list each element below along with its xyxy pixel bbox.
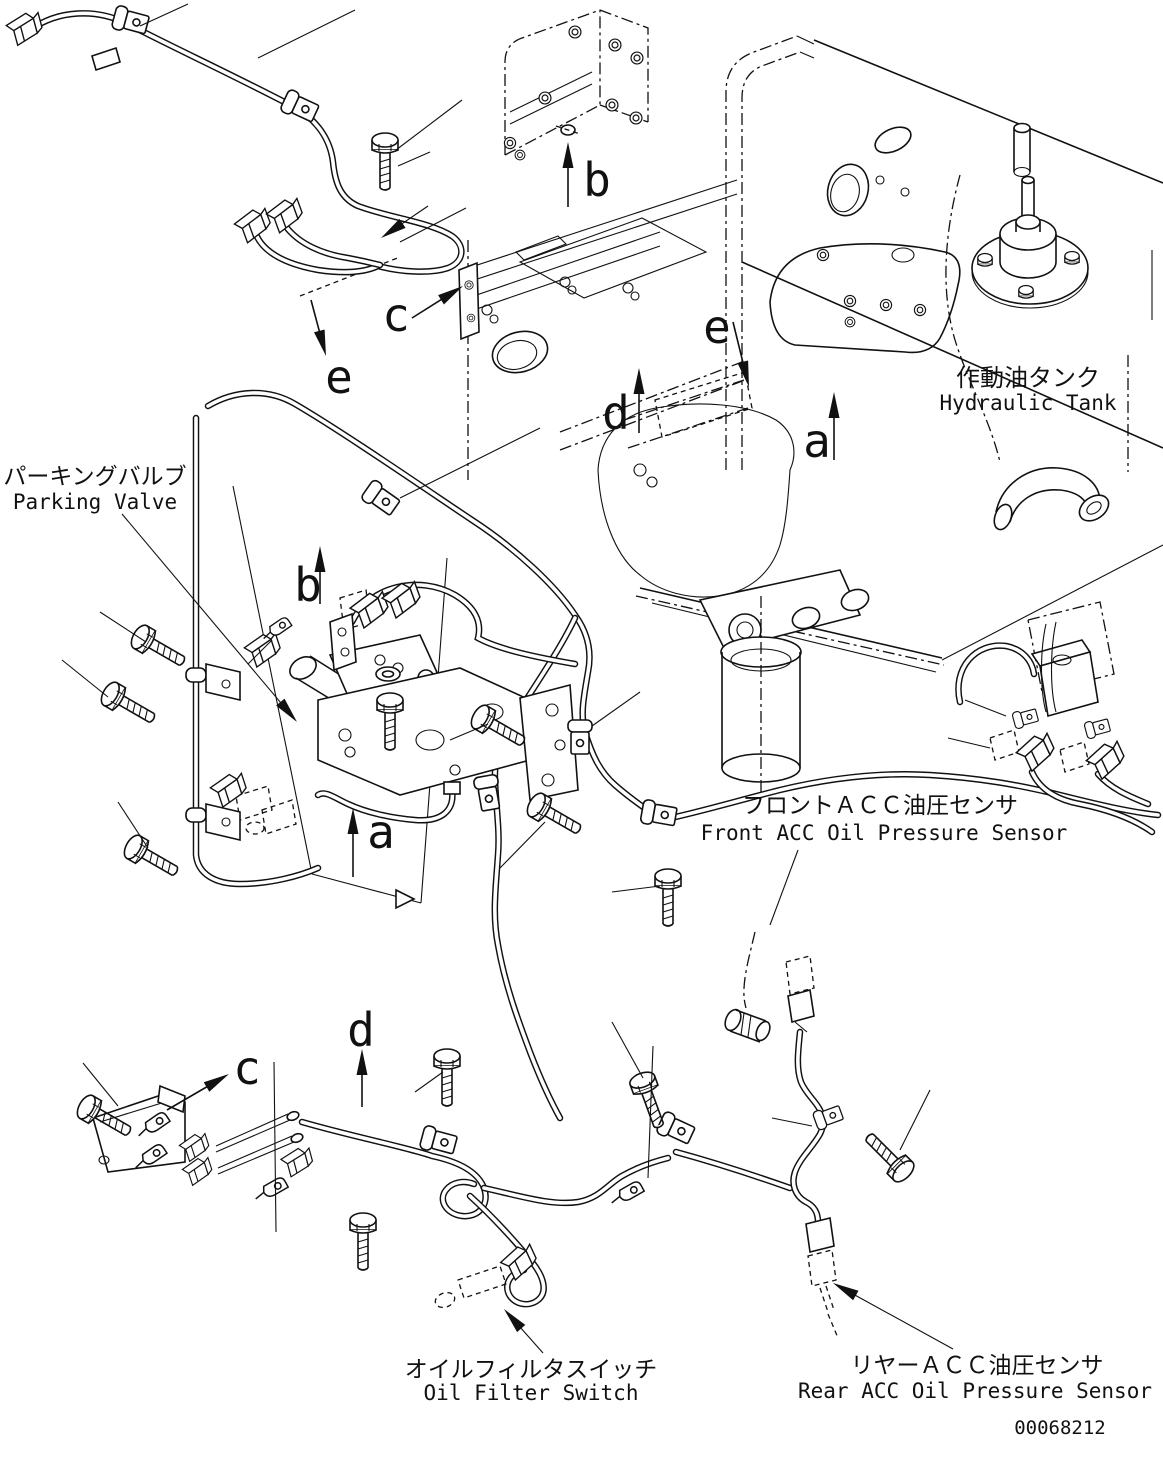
parking-valve-assembly [185, 578, 579, 842]
oil-filter-switch-connector [434, 1241, 542, 1309]
front-acc-label-en: Front ACC Oil Pressure Sensor [701, 821, 1068, 845]
marker-letter: c [382, 288, 410, 342]
oil-filter-switch-label-jp: オイルフィルタスイッチ [405, 1357, 658, 1383]
rear-acc-label-en: Rear ACC Oil Pressure Sensor [798, 1379, 1152, 1403]
parking-valve-label-jp: パーキングバルブ [3, 464, 186, 490]
bolt-leader-arrow [381, 205, 429, 238]
marker-letter: d [347, 1003, 375, 1057]
view-marker-d-mid: d [602, 368, 645, 440]
marker-letter: b [294, 558, 322, 612]
oil-filter-switch-label-en: Oil Filter Switch [424, 1381, 639, 1405]
oil-filter-leader-arrow [504, 1309, 544, 1354]
view-marker-a-mid: a [803, 392, 840, 468]
marker-letter: d [602, 386, 630, 440]
marker-letter: e [325, 350, 353, 404]
view-markers: b c e e d a b a d c [121, 142, 954, 1354]
parking-valve-leader-arrow [121, 513, 297, 722]
view-marker-c-top: c [382, 286, 463, 342]
oil-filter [698, 569, 870, 792]
view-marker-a-center: a [347, 805, 395, 877]
bottom-left-bracket [92, 1084, 646, 1204]
marker-letter: e [703, 300, 731, 354]
hydraulic-tank-label-jp: 作動油タンク [956, 364, 1100, 392]
view-marker-e-mid: e [703, 300, 749, 387]
front-acc-label-jp: フロントＡＣＣ油圧センサ [742, 793, 1018, 819]
parking-valve-label-en: Parking Valve [13, 490, 177, 514]
marker-letter: b [583, 153, 611, 207]
leader-lines [61, 3, 1007, 1233]
view-marker-b-left: b [294, 546, 326, 612]
machine-frame [232, 179, 746, 910]
hydraulic-tank [597, 35, 1163, 673]
front-acc-pigtail [724, 931, 845, 1339]
view-marker-e-top-left: e [310, 299, 353, 404]
figure-number: 00068212 [1014, 1417, 1106, 1439]
hydraulic-tank-label-en: Hydraulic Tank [939, 391, 1116, 415]
top-left-harness [3, 4, 322, 246]
marker-letter: c [233, 1041, 261, 1095]
right-sensor-assembly [989, 601, 1130, 783]
view-marker-c-bottom: c [166, 1041, 261, 1111]
rear-acc-label-jp: リヤーＡＣＣ油圧センサ [851, 1353, 1104, 1379]
callout-labels: 作動油タンク Hydraulic Tank パーキングバルブ Parking V… [3, 364, 1152, 1439]
mounting-bracket [503, 9, 649, 161]
view-marker-b-top: b [562, 142, 611, 207]
marker-letter: a [367, 805, 395, 859]
marker-letter: a [803, 414, 831, 468]
rear-acc-leader-arrow [833, 1283, 954, 1350]
view-marker-d-bottom: d [347, 1003, 375, 1107]
